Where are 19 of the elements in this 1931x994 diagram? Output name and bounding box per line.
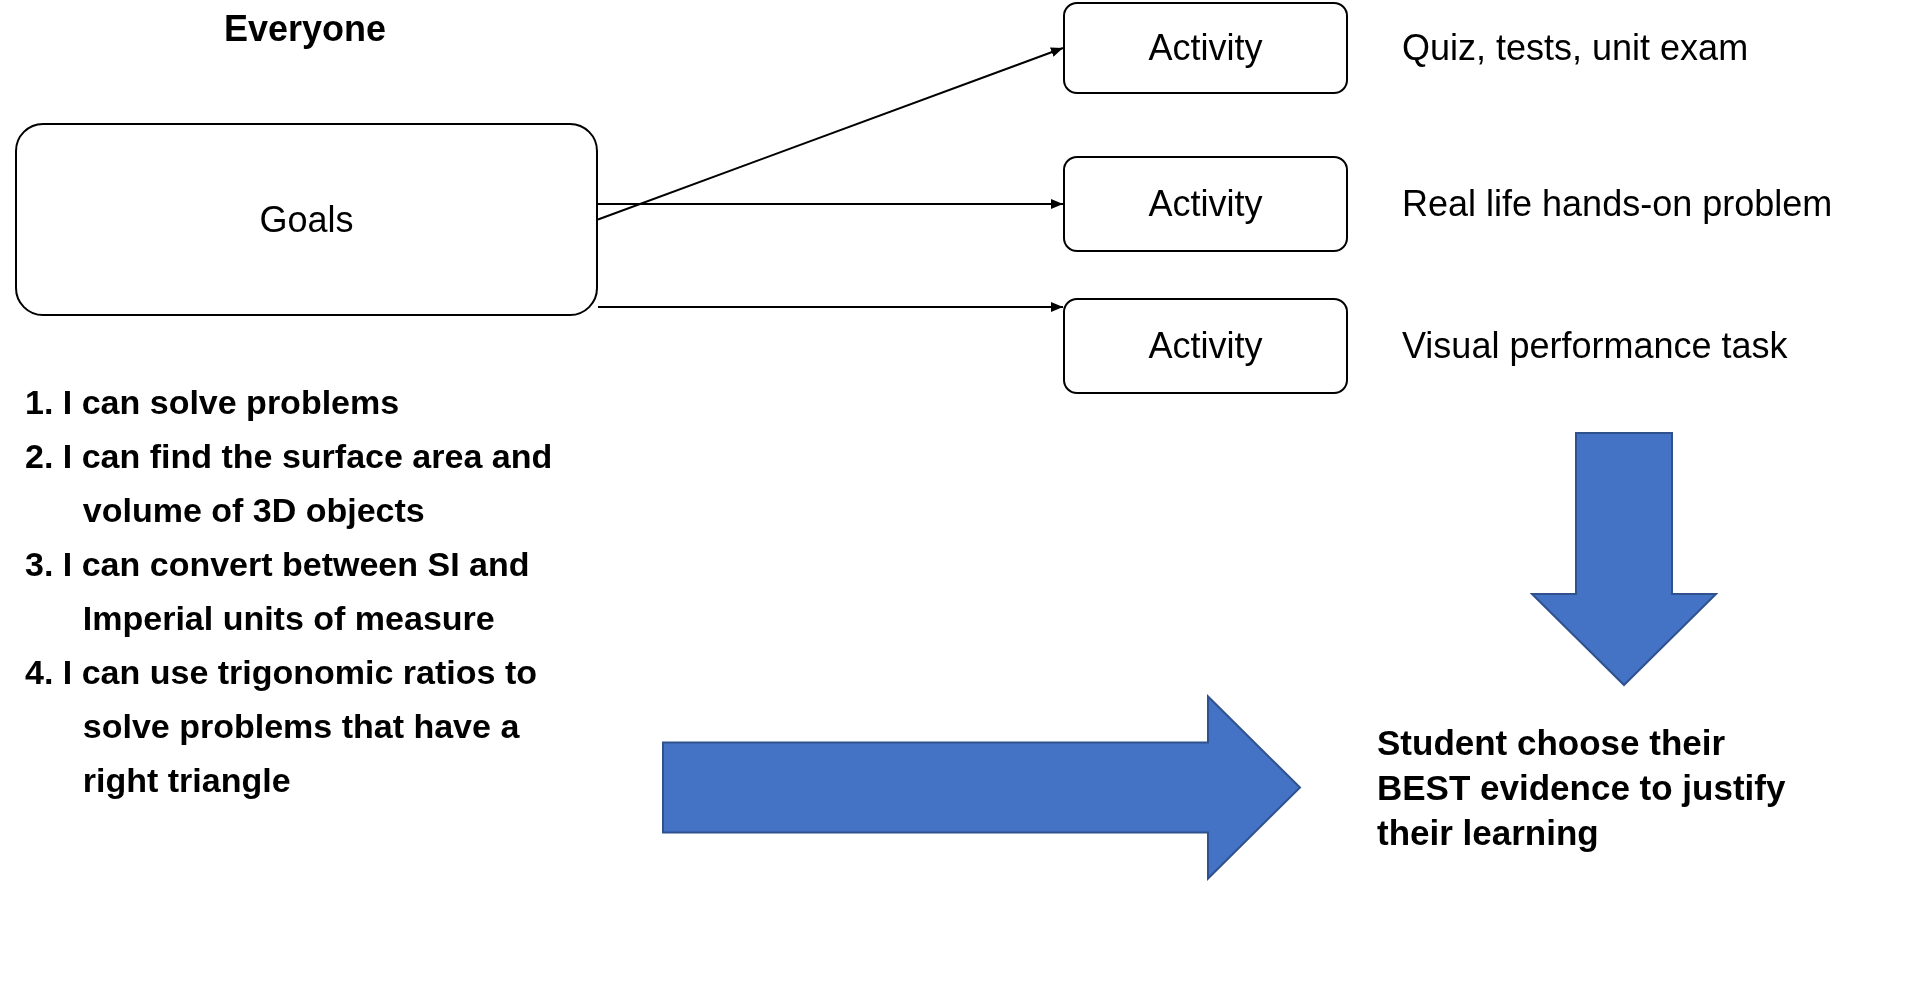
block-arrow: [1529, 432, 1719, 687]
heading: Everyone: [222, 8, 388, 50]
conclusion-text: Student choose their BEST evidence to justify their learning: [1377, 722, 1787, 854]
arrow: [597, 302, 1064, 312]
box-label: Goals: [259, 198, 354, 241]
process-box: [15, 123, 598, 316]
activity-description: Real life hands-on problem: [1402, 183, 1833, 225]
box-label: Activity: [1148, 27, 1263, 69]
goal-item: 3. I can convert between SI and Imperial units of measure: [25, 544, 531, 639]
activity-description: Quiz, tests, unit exam: [1402, 27, 1749, 69]
arrow: [597, 47, 1064, 221]
goal-item: 2. I can find the surface area and volume of 3D objects: [25, 436, 554, 531]
arrow: [597, 199, 1064, 209]
activity-description: Visual performance task: [1402, 325, 1788, 367]
box-label: Activity: [1148, 325, 1263, 367]
box-label: Activity: [1148, 183, 1263, 225]
block-arrow: [662, 694, 1302, 881]
goal-item: 4. I can use trigonomic ratios to solve problems that have a right triangle: [25, 652, 538, 801]
goal-item: 1. I can solve problems: [25, 382, 401, 423]
